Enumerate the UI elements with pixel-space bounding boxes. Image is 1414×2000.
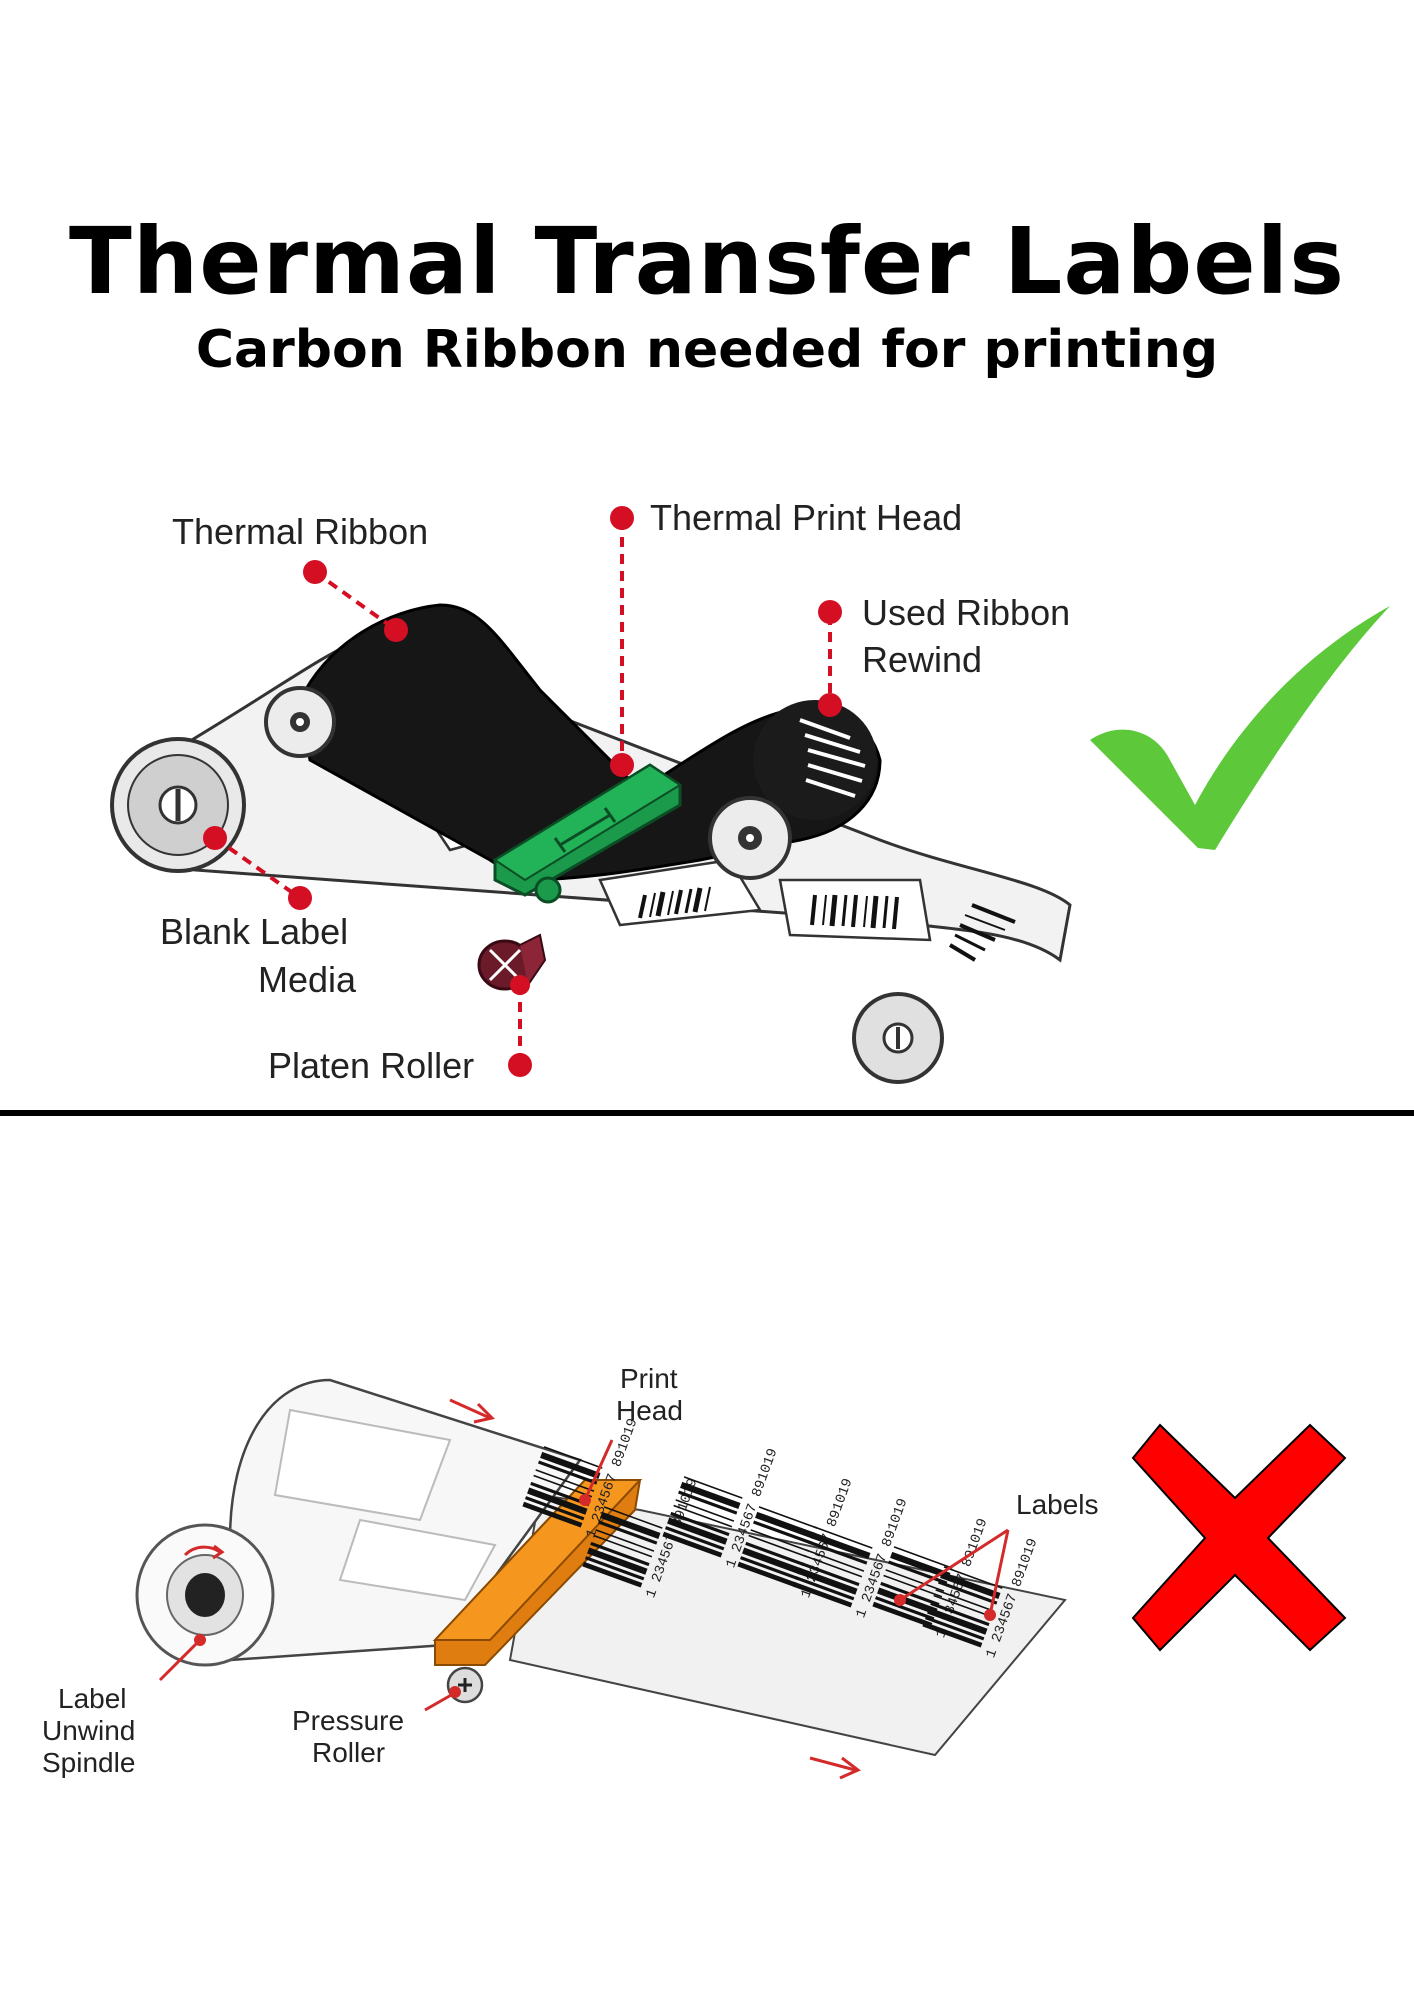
barcode-bar xyxy=(935,1589,995,1612)
barcode-bar xyxy=(587,1547,648,1575)
barcode-printed-1 xyxy=(638,886,711,919)
barcode-bar xyxy=(758,1506,818,1529)
barcode-bar xyxy=(527,1487,588,1515)
ribbon-rewind-roll xyxy=(753,700,877,820)
barcode-bar xyxy=(538,1460,598,1485)
label-unwind-label: Label xyxy=(58,1683,127,1714)
barcode-bar xyxy=(893,1546,953,1569)
page-subtitle: Carbon Ribbon needed for printing xyxy=(195,320,1219,380)
end-roller xyxy=(852,992,944,1084)
barcode-printed-2 xyxy=(810,894,899,930)
ribbon-guide-roller xyxy=(708,796,792,880)
callout-lines xyxy=(213,520,832,1065)
barcode-bar xyxy=(750,1529,810,1552)
barcode-bar xyxy=(930,1601,990,1627)
barcode-bar xyxy=(662,1531,723,1558)
barcode-bar xyxy=(940,1571,1001,1600)
red-cross-icon xyxy=(1131,1423,1347,1652)
label-head: Head xyxy=(616,1395,683,1426)
barcode-bar xyxy=(943,1566,1003,1589)
barcode-bar xyxy=(543,1446,603,1469)
barcode-bar xyxy=(530,1481,590,1507)
barcode-bar xyxy=(582,1561,643,1588)
barcode-bar xyxy=(795,1576,855,1601)
barcode-bar xyxy=(540,1451,601,1480)
barcode-bar xyxy=(593,1534,653,1558)
barcode-bar xyxy=(683,1476,743,1499)
barcode-bar xyxy=(585,1556,645,1581)
barcode-bar xyxy=(792,1581,853,1608)
barcode-bar xyxy=(678,1490,738,1515)
barcode-bar xyxy=(875,1596,935,1621)
barcode-bar xyxy=(740,1556,800,1581)
barcode-bar xyxy=(737,1561,798,1588)
blank-label-on-roll-1 xyxy=(273,1408,452,1522)
bottom-callout-lines xyxy=(158,1439,1010,1712)
label-blank-label-media: Media xyxy=(258,959,357,1000)
motion-arrows xyxy=(449,1398,861,1780)
barcode-bar xyxy=(803,1554,863,1578)
barcode-bar xyxy=(755,1511,816,1540)
label-pressure: Pressure xyxy=(292,1705,404,1736)
barcode-bar xyxy=(665,1526,725,1551)
barcode-bar xyxy=(805,1549,865,1572)
label-platen-roller: Platen Roller xyxy=(268,1045,474,1086)
label-used-ribbon: Used Ribbon xyxy=(862,592,1070,633)
thermal-print-head xyxy=(493,763,682,904)
barcode-bar xyxy=(670,1511,730,1537)
barcode-bar xyxy=(600,1511,661,1540)
label-thermal-ribbon: Thermal Ribbon xyxy=(172,511,428,552)
label-unwind-spindle xyxy=(135,1523,275,1667)
barcode-bar xyxy=(603,1506,663,1529)
barcode-bar xyxy=(800,1561,860,1587)
bottom-callout-dots xyxy=(194,1494,996,1698)
label-thermal-print-head: Thermal Print Head xyxy=(650,497,962,538)
barcode-bar xyxy=(753,1520,813,1545)
barcode-bar xyxy=(595,1529,655,1552)
label-unwind-unwind: Unwind xyxy=(42,1715,135,1746)
barcode-bar xyxy=(522,1501,583,1528)
barcode-bar xyxy=(525,1496,585,1521)
barcode-bar xyxy=(877,1587,938,1615)
barcode-bar xyxy=(925,1616,985,1641)
barcode-bar xyxy=(927,1607,988,1635)
barcode-bar xyxy=(813,1526,873,1549)
barcode-bar xyxy=(673,1504,733,1528)
label-labels: Labels xyxy=(1016,1489,1099,1520)
callout-dots xyxy=(203,506,842,1077)
barcode-bar xyxy=(938,1580,998,1605)
barcode-bar xyxy=(885,1569,945,1592)
barcode-bar xyxy=(810,1531,871,1560)
blank-label-on-roll-2 xyxy=(338,1518,497,1602)
label-used-ribbon-rewind: Rewind xyxy=(862,639,982,680)
barcode-bar xyxy=(667,1517,728,1545)
label-roller: Roller xyxy=(312,1737,385,1768)
barcode-bar xyxy=(742,1547,803,1575)
section-divider xyxy=(0,1110,1414,1116)
barcode-bar xyxy=(675,1499,735,1522)
label-blank-label: Blank Label xyxy=(160,911,348,952)
ribbon-idler-roller xyxy=(264,686,336,758)
barcode-bar xyxy=(748,1534,808,1558)
barcode-bar xyxy=(598,1520,658,1545)
barcode-bar xyxy=(797,1567,858,1595)
barcode-bar xyxy=(745,1541,805,1567)
barcode-bar xyxy=(533,1474,593,1498)
barcode-bar xyxy=(680,1481,741,1510)
barcode-bar xyxy=(933,1594,993,1618)
label-print: Print xyxy=(620,1363,678,1394)
barcode-bar xyxy=(890,1551,951,1580)
barcode-bar xyxy=(808,1540,868,1565)
barcode-bar xyxy=(872,1601,933,1628)
label-unwind-spindle: Spindle xyxy=(42,1747,135,1778)
thermal-transfer-diagram: Thermal Ribbon Thermal Print Head Used R… xyxy=(110,497,1390,1086)
barcode-bar xyxy=(535,1469,595,1492)
page-title: Thermal Transfer Labels xyxy=(69,208,1345,315)
barcode-bar xyxy=(590,1541,650,1567)
barcode-bar xyxy=(883,1574,943,1598)
barcode-bar xyxy=(922,1621,983,1648)
green-checkmark-icon xyxy=(1090,606,1390,850)
barcode-curve-right xyxy=(948,903,1016,962)
